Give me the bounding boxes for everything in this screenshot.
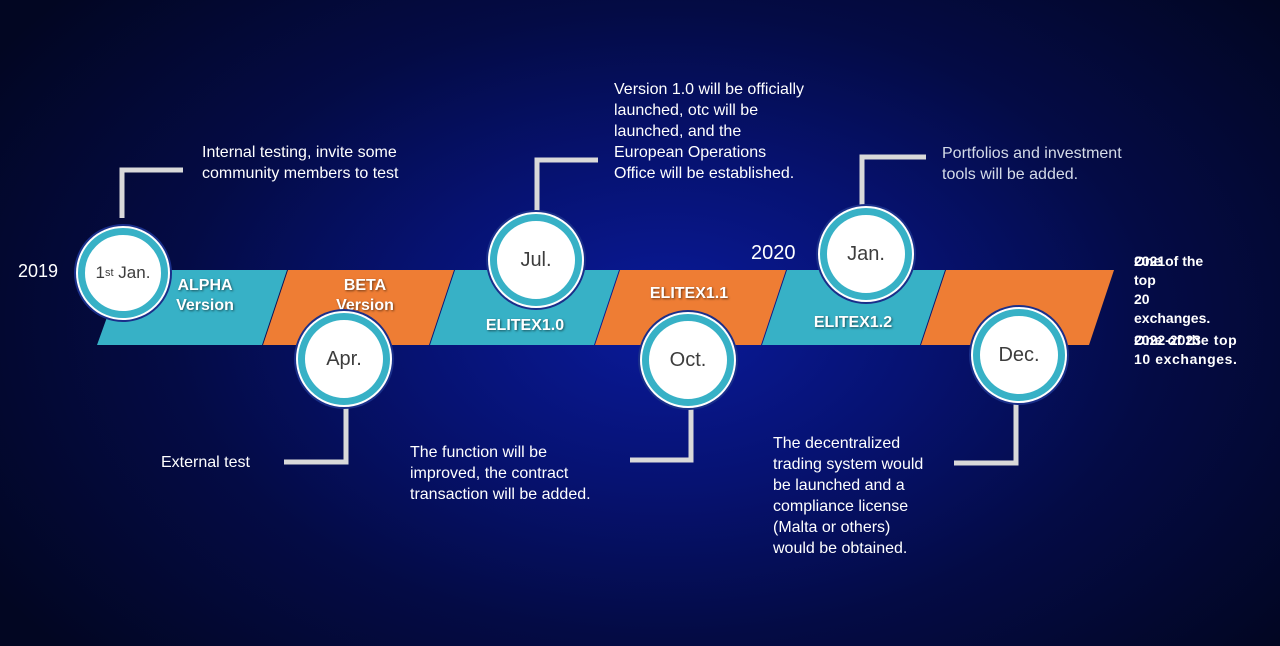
- future-goal-2022-year: 2022-2023: [1134, 332, 1201, 348]
- segment-label-beta: BETA Version: [336, 277, 394, 314]
- segment-elitex11: [595, 270, 786, 345]
- segment-label-elitex10: ELITEX1.0: [485, 317, 565, 334]
- milestone-oct-text: The function will be improved, the contr…: [410, 444, 591, 503]
- milestone-jan2019-text: Internal testing, invite some community …: [202, 144, 399, 182]
- connector-jan2020: [859, 154, 926, 206]
- future-goal-2022-text: One of the top 10 exchanges.: [1134, 332, 1238, 367]
- year-2020-label: 2020: [751, 242, 796, 264]
- connector-apr: [284, 404, 349, 465]
- milestone-jan2020-text: Portfolios and investment tools will be …: [942, 145, 1122, 183]
- milestone-apr-text: External test: [161, 454, 250, 471]
- milestone-oct-circle: Oct.: [642, 314, 734, 406]
- connector-dec: [954, 400, 1019, 466]
- connector-jan2019: [119, 167, 183, 218]
- milestone-jan2019-day: 1: [95, 263, 106, 282]
- segment-elitex12: [762, 270, 945, 345]
- segment-final: [921, 270, 1114, 345]
- future-goal-2021-year: 2021: [1134, 253, 1166, 269]
- milestone-apr-circle: Apr.: [298, 313, 390, 405]
- milestone-jan2020-circle: Jan.: [820, 208, 912, 300]
- segment-label-elitex11: ELITEX1.1: [649, 285, 729, 302]
- milestone-jul-text: Version 1.0 will be officially launched,…: [614, 81, 805, 182]
- future-goal-2021-text: One of the top 20 exchanges.: [1134, 253, 1211, 326]
- milestone-dec-text: The decentralized trading system would b…: [773, 435, 924, 557]
- connector-jul: [534, 157, 598, 212]
- year-2019-label: 2019: [18, 261, 59, 281]
- milestone-dec-circle: Dec.: [973, 309, 1065, 401]
- milestone-jan2019-month: Jan.: [113, 263, 151, 282]
- connector-oct: [630, 405, 694, 463]
- milestone-jan2019-suffix: st: [105, 267, 114, 279]
- segment-label-elitex12: ELITEX1.2: [813, 314, 893, 331]
- milestone-jul-circle: Jul.: [490, 214, 582, 306]
- segment-label-alpha: ALPHA Version: [176, 277, 234, 314]
